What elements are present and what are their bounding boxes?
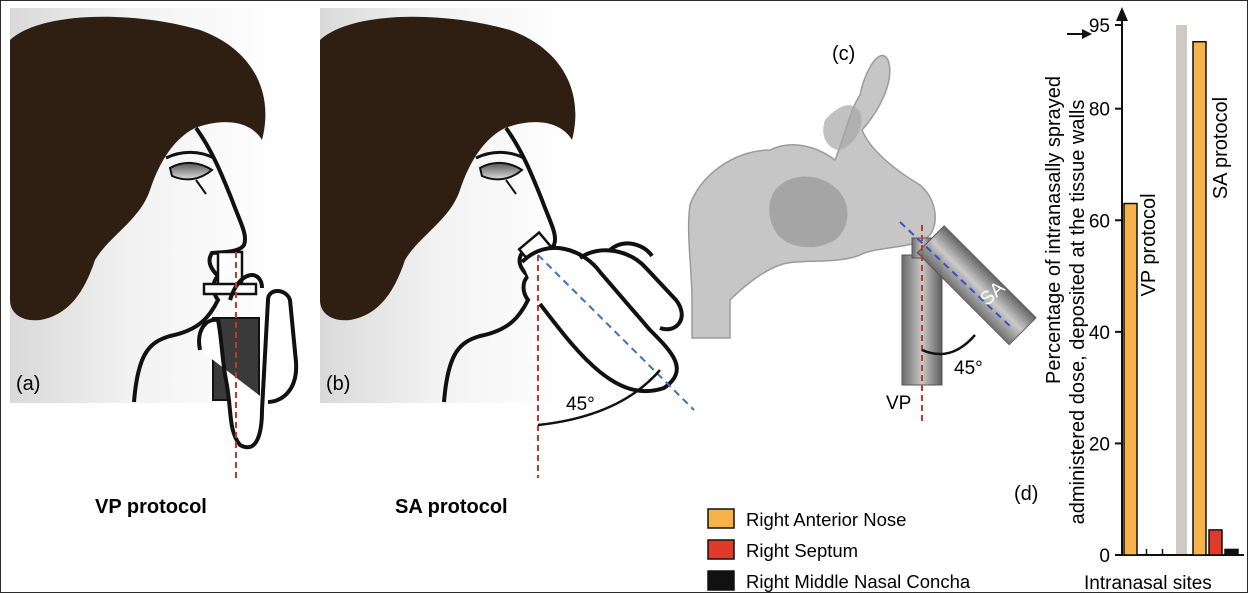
y-axis-arrow — [1116, 7, 1128, 21]
y-tick-label: 20 — [1089, 434, 1110, 455]
y-tick-label: 95 — [1089, 16, 1110, 37]
panel-a-illustration: (a) VP protocol — [10, 8, 296, 518]
x-axis-label: Intranasal sites — [1084, 573, 1212, 594]
legend-label-middle-concha: Right Middle Nasal Concha — [746, 571, 971, 592]
panel-b-letter: (b) — [326, 373, 350, 395]
panel-c-letter: (c) — [832, 43, 855, 65]
panel-d-chart: Percentage of intranasally sprayed admin… — [1014, 7, 1244, 594]
panel-b-illustration: 45° (b) SA protocol — [320, 8, 694, 518]
y-tick-label: 0 — [1099, 546, 1110, 567]
group-label-vp: VP protocol — [1138, 193, 1160, 296]
panel-c-angle: 45° — [954, 358, 983, 379]
legend-label-anterior-nose: Right Anterior Nose — [746, 509, 906, 530]
bar-vp-right-anterior-nose — [1124, 204, 1137, 555]
panel-d-letter: (d) — [1014, 483, 1038, 505]
panel-c-illustration: 45° SA VP (c) — [689, 43, 1036, 425]
group-label-sa: SA protocol — [1210, 97, 1232, 199]
y-tick-label: 60 — [1089, 211, 1110, 232]
y-axis-label-line2: administered dose, deposited at the tiss… — [1067, 100, 1089, 525]
y-axis-label-line1: Percentage of intranasally sprayed — [1043, 76, 1065, 384]
panel-a-letter: (a) — [16, 373, 40, 395]
bar-sa-right-middle-nasal-concha — [1225, 549, 1238, 555]
bar-sa-right-anterior-nose — [1193, 42, 1206, 555]
legend-label-septum: Right Septum — [746, 540, 858, 561]
y-tick-label: 80 — [1089, 100, 1110, 121]
legend-swatch-anterior-nose — [708, 509, 734, 528]
legend-swatch-middle-concha — [708, 571, 734, 590]
legend: Right Anterior Nose Right Septum Right M… — [708, 509, 971, 592]
y-tick-label: 40 — [1089, 323, 1110, 344]
panel-b-angle: 45° — [566, 394, 595, 415]
panel-b-caption: SA protocol — [395, 496, 508, 518]
panel-a-caption: VP protocol — [95, 496, 207, 518]
legend-swatch-septum — [708, 540, 734, 559]
bar-sa-right-septum — [1209, 530, 1222, 555]
spray-collar — [204, 284, 256, 294]
vp-label: VP — [886, 393, 911, 414]
group-separator — [1176, 25, 1187, 555]
